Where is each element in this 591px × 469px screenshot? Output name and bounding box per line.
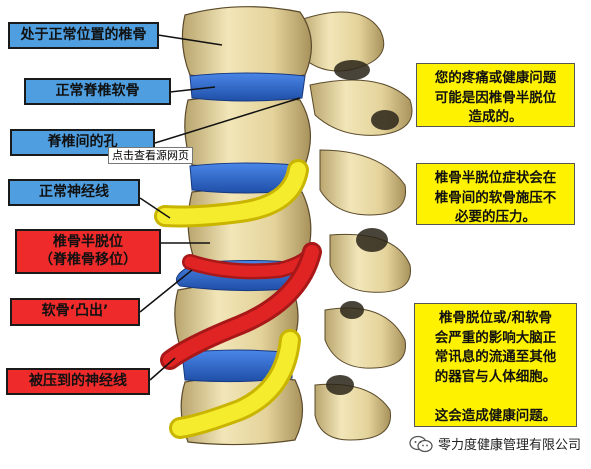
watermark-text: 零力度健康管理有限公司 [438,438,582,453]
note-bottom-line-3: 常讯息的流通至其他 [434,349,557,366]
pointer-pinched-nerve [149,357,176,381]
label-disc-bulge: 软骨‘凸出’ [10,298,140,326]
note-top-line-1: 您的疼痛或健康问题 [434,70,557,86]
vertebra-1 [181,6,313,81]
note-bottom-line-4: 的器官与人体细胞。 [434,368,557,385]
label-subluxation: 椎骨半脱位 （脊椎骨移位） [15,229,161,274]
pointer-disc-bulge [139,269,193,313]
note-bottom-line-6: 这会造成健康问题。 [434,407,557,424]
pointer-normal-nerve [139,197,171,219]
discs [176,72,306,383]
pointer-foramen [154,97,301,144]
disc-4 [181,349,293,383]
note-middle: 椎骨半脱位症状会在 椎骨间的软骨施压不 必要的压力。 [416,163,575,225]
note-bottom-spacer [419,387,572,407]
process-6 [314,383,391,441]
label-pinched-nerve: 被压到的神经线 [6,368,150,395]
disc-1 [189,72,306,102]
vertebra-2 [184,95,312,170]
label-subluxation-line1: 椎骨半脱位 [53,234,123,250]
bone-shadows [326,60,399,395]
label-normal-disc: 正常脊椎软骨 [24,78,171,105]
process-1 [299,11,385,72]
process-5 [324,307,406,369]
note-middle-line-3: 必要的压力。 [455,209,536,226]
wechat-icon [409,435,433,452]
nerve-normal-core [157,162,306,225]
spinous-processes [299,11,413,441]
tooltip-view-source[interactable]: 点击查看源网页 [108,147,193,164]
process-3 [319,149,407,216]
label-subluxation-line2: （脊椎骨移位） [39,251,137,268]
note-middle-line-2: 椎骨间的软骨施压不 [434,189,557,206]
pointer-normal-vertebra [157,34,223,46]
note-bottom: 椎骨脱位或/和软骨 会严重的影响大脑正 常讯息的流通至其他 的器官与人体细胞。 … [414,303,577,427]
label-normal-vertebra: 处于正常位置的椎骨 [8,22,159,49]
note-top: 您的疼痛或健康问题 可能是因椎骨半脱位 造成的。 [416,63,575,127]
note-top-line-3: 造成的。 [468,109,523,126]
note-top-line-2: 可能是因椎骨半脱位 [434,89,557,106]
pointer-lines [139,34,301,381]
note-middle-line-1: 椎骨半脱位症状会在 [434,170,557,186]
note-bottom-line-2: 会严重的影响大脑正 [434,329,557,346]
watermark: 零力度健康管理有限公司 [408,434,581,453]
note-bottom-line-1: 椎骨脱位或/和软骨 [439,310,552,326]
nerve-lower-core [172,332,298,436]
pointer-normal-disc [169,86,216,93]
nerves [154,159,322,439]
nerve-pinched-long-core [163,245,319,367]
label-normal-nerve: 正常神经线 [8,179,140,206]
process-2 [309,79,413,136]
